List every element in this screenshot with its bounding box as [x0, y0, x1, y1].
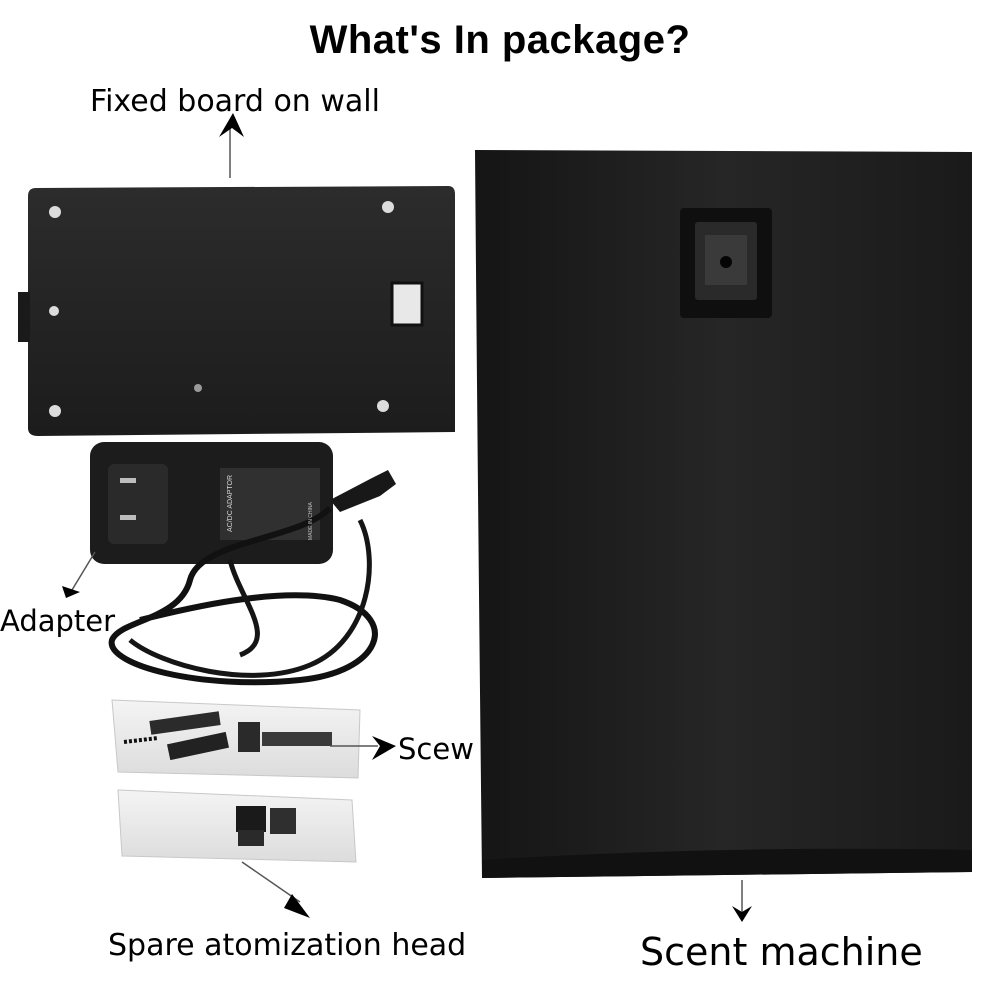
label-scent-machine: Scent machine [640, 930, 923, 974]
pointer-adapter [62, 551, 96, 598]
nozzle-housing [680, 208, 772, 318]
adapter-heading-text: AC/DC ADAPTOR [227, 475, 234, 532]
label-spare-head: Spare atomization head [108, 928, 467, 963]
label-screw: Scew [398, 732, 474, 766]
pointer-scent [732, 880, 752, 922]
label-adapter: Adapter [0, 604, 116, 638]
pointer-board [219, 113, 244, 178]
power-adapter [90, 442, 396, 686]
screw-bag [111, 699, 361, 779]
spare-head-bag [117, 789, 357, 863]
scent-machine [475, 150, 972, 878]
pointer-screw [330, 736, 396, 760]
pointer-spare [241, 861, 310, 918]
label-fixed-board: Fixed board on wall [90, 84, 380, 119]
page-title: What's In package? [309, 18, 691, 62]
wall-mount-plate [18, 186, 455, 436]
adapter-madein-text: MADE IN CHINA [308, 502, 314, 540]
